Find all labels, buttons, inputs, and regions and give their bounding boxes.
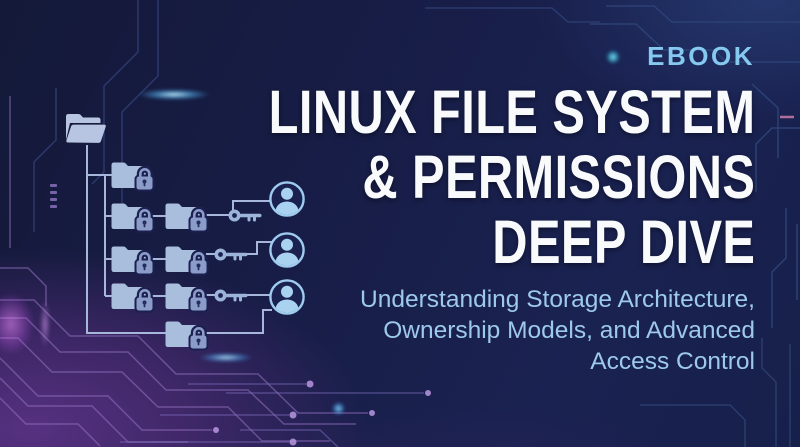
ebook-badge: EBOOK <box>647 41 755 71</box>
user-avatar-icon <box>270 280 303 319</box>
root-folder-icon <box>66 114 106 143</box>
circuit-traces-bottom-right <box>640 338 791 447</box>
circuit-tick-marks <box>50 184 57 208</box>
locked-folder-icon <box>112 247 153 274</box>
locked-folder-icon <box>166 204 207 231</box>
cover-title: LINUX FILE SYSTEM & PERMISSIONS DEEP DIV… <box>268 80 755 275</box>
key-icon <box>214 248 248 261</box>
locked-folder-icon <box>166 247 207 274</box>
title-line-1: LINUX FILE SYSTEM <box>268 78 755 146</box>
circuit-traces-top-right <box>590 5 800 328</box>
locked-folder-icon <box>112 204 153 231</box>
locked-folder-icon <box>166 284 207 311</box>
cover-subtitle: Understanding Storage Architecture, Owne… <box>360 284 755 377</box>
key-icon <box>228 209 262 222</box>
key-user-link <box>245 241 272 255</box>
trunk-line <box>86 145 272 334</box>
locked-folder-icon <box>112 284 153 311</box>
title-line-2: & PERMISSIONS <box>362 143 755 211</box>
subtitle-line-1: Understanding Storage Architecture, <box>360 286 755 313</box>
circuit-node-dots <box>213 380 431 446</box>
title-line-3: DEEP DIVE <box>491 208 755 276</box>
locked-folder-icon <box>112 163 153 190</box>
circuit-traces-bottom-middle <box>120 383 424 447</box>
subtitle-line-3: Access Control <box>590 348 755 375</box>
key-icon <box>214 289 248 302</box>
key-user-link <box>232 200 270 211</box>
subtitle-line-2: Ownership Models, and Advanced <box>383 317 755 344</box>
locked-folder-icon <box>166 322 207 349</box>
